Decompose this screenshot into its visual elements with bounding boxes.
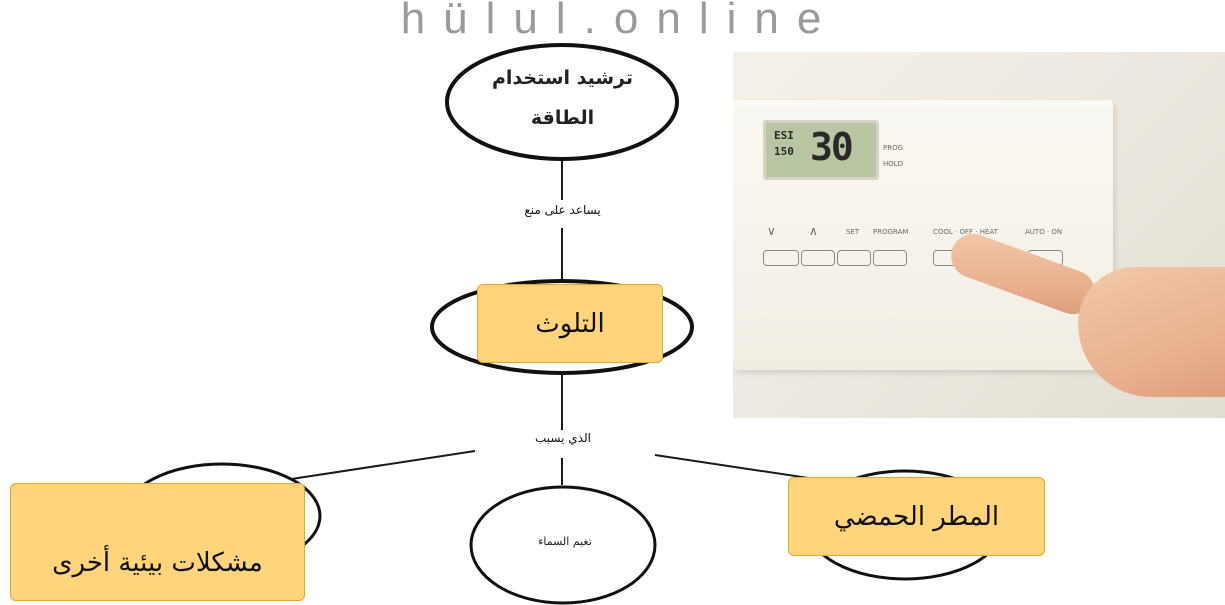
btn-label-down: ∨: [767, 224, 776, 238]
hand-palm: [1078, 267, 1225, 397]
thermostat-button-down: [763, 250, 799, 266]
btn-label-up: ∧: [809, 224, 818, 238]
callout-acid-rain: المطر الحمضي: [788, 477, 1045, 556]
display-side-2: HOLD: [883, 160, 904, 168]
display-side-1: PROG: [883, 144, 904, 152]
callout-other-problems: مشكلات بيئية أخرى: [10, 483, 305, 601]
btn-label-program: PROGRAM: [873, 228, 909, 236]
node-energy-ellipse: [445, 43, 679, 161]
thermostat-button-set: [837, 250, 871, 266]
btn-label-mode: COOL · OFF · HEAT: [933, 228, 998, 236]
display-big-text: 30: [810, 125, 854, 169]
callout-pollution: التلوث: [477, 284, 663, 363]
label-helps-prevent: يساعد على منع: [495, 203, 630, 217]
thermostat-photo: ESI 150 30 PROG HOLD ∨ ∧ SET PROGRAM COO…: [733, 52, 1225, 418]
node-center-ellipse: [469, 485, 657, 605]
node-cloudiness-text: تغيم السماء: [538, 535, 592, 548]
watermark: hülul.online: [400, 0, 840, 43]
btn-label-set: SET: [846, 228, 860, 236]
connector-left: [284, 450, 476, 481]
node-energy-text: ترشيد استخدام الطاقة: [491, 67, 634, 129]
thermostat-button-program: [873, 250, 907, 266]
btn-label-fan: AUTO · ON: [1025, 228, 1063, 236]
label-which-causes: الذي يسبب: [508, 431, 618, 445]
thermostat-button-up: [801, 250, 835, 266]
thermostat-body: ESI 150 30 PROG HOLD ∨ ∧ SET PROGRAM COO…: [733, 100, 1113, 370]
display-bottom-text: 150: [774, 145, 794, 158]
thermostat-display: ESI 150 30: [763, 120, 879, 180]
display-top-text: ESI: [774, 129, 794, 142]
